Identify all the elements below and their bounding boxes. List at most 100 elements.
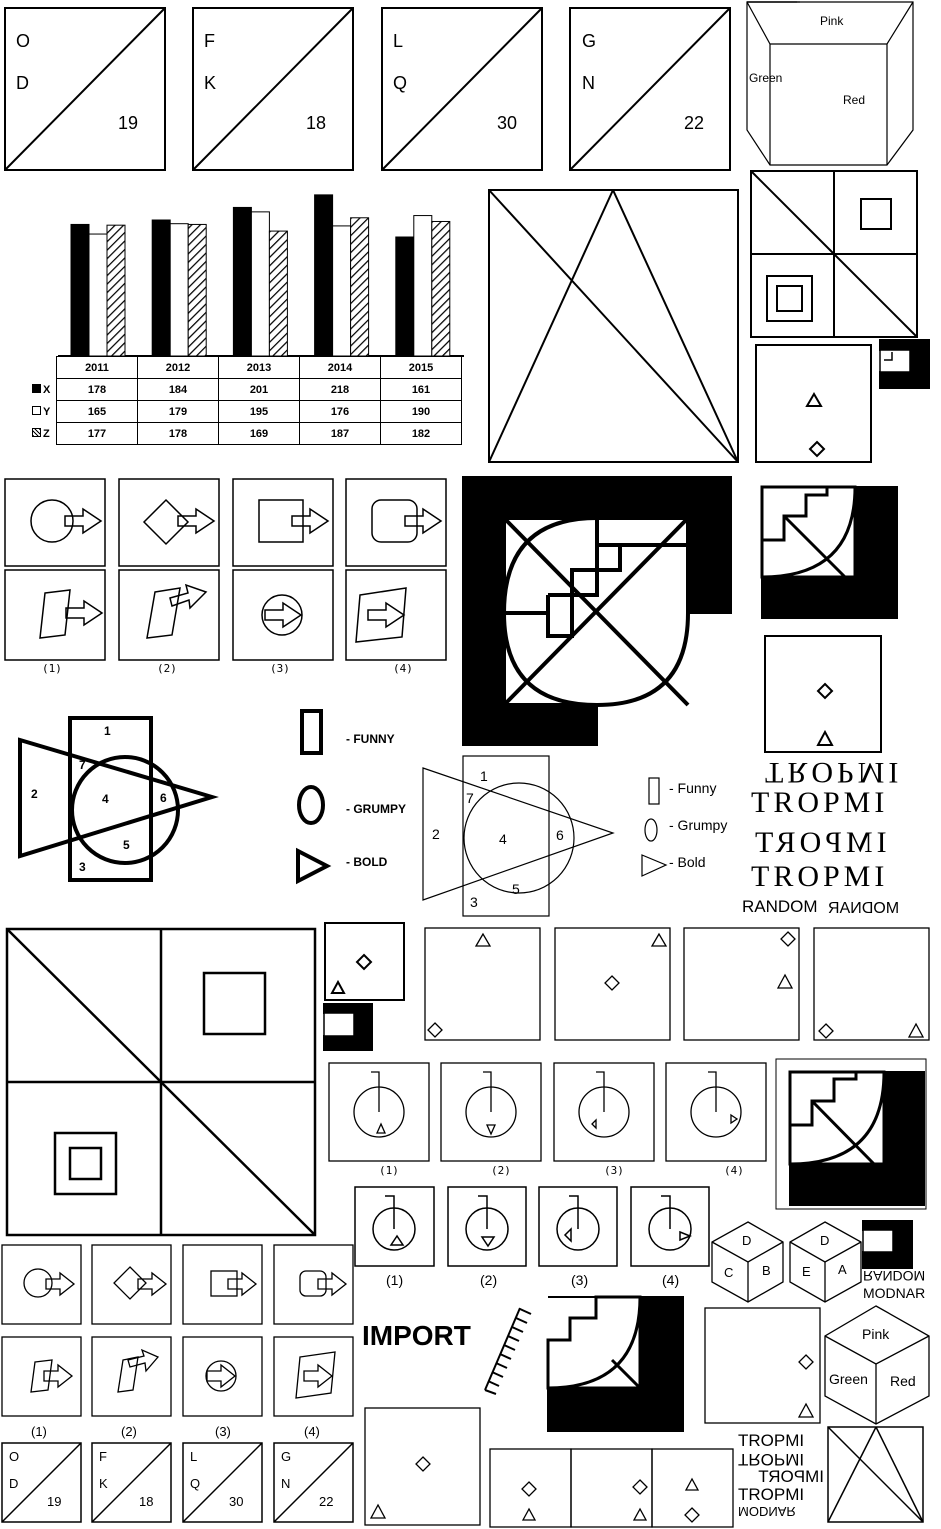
bar-Z-2015	[431, 220, 451, 357]
venn-bold-region-7: 7	[79, 758, 86, 772]
letter-square-2-number: 18	[306, 113, 327, 133]
cube-left-face: Green	[749, 71, 783, 85]
small-square-1-bottom: D	[9, 1476, 19, 1491]
option-label-4: (4)	[393, 662, 413, 675]
clock-lower-label-1: (1)	[386, 1272, 404, 1288]
venn-plain-region-2: 2	[432, 826, 440, 842]
bar-X-2013	[232, 206, 252, 357]
table-cell: 182	[380, 422, 462, 445]
triangle-figure-small	[827, 1426, 924, 1523]
table-cell: 169	[218, 422, 300, 445]
small-square-2-top: F	[99, 1449, 107, 1464]
venn-plain-region-5: 5	[512, 881, 520, 897]
hex-cube-left: Green	[829, 1371, 868, 1387]
bar-Z-2012	[187, 223, 207, 357]
clock-upper-label-1: (1)	[379, 1164, 399, 1177]
clock-upper-label-4: (4)	[724, 1164, 744, 1177]
corner-figure-boxed	[775, 1058, 927, 1210]
bar-X-2014	[314, 194, 334, 357]
bar-Y-2011	[88, 233, 108, 357]
clock-lower-label-2: (2)	[480, 1272, 498, 1288]
table-cell: 165	[56, 400, 138, 423]
comb-ruler-icon	[484, 1307, 532, 1395]
stack-word-5: MODNAR	[738, 1504, 796, 1519]
cube-top-face: Pink	[820, 14, 844, 28]
stack-word-3: IMPORT	[758, 1467, 824, 1486]
small-square-3-top: L	[190, 1449, 198, 1464]
chart-data-table: 2011 2012 2013 2014 2015 X 178 184 201 2…	[32, 356, 462, 445]
arrow-options-grid-top	[4, 478, 447, 661]
letter-square-4-top: G	[582, 31, 597, 51]
arrow-bottom-label-4: (4)	[304, 1424, 320, 1439]
letter-square-3-bottom: Q	[393, 73, 408, 93]
die-2-top: D	[820, 1233, 830, 1248]
small-square-3-bottom: Q	[190, 1476, 201, 1491]
corner-figure-tiny-2	[323, 1003, 373, 1051]
table-cell: 218	[299, 378, 381, 401]
legend-grumpy-bold: - GRUMPY	[346, 802, 406, 816]
letter-square-4-number: 22	[684, 113, 705, 133]
clock-lower-label-4: (4)	[662, 1272, 680, 1288]
venn-plain-region-4: 4	[499, 831, 507, 847]
stack-word-1: TROPMI	[738, 1431, 805, 1450]
shape-square-a	[755, 344, 872, 463]
letter-square-4	[569, 7, 731, 171]
series-name-x: X	[43, 383, 51, 396]
table-header: 2012	[137, 356, 219, 379]
mirror-word-stack: TROPMI TROPMI IMPORT TROPMI MODNAR	[738, 1431, 824, 1520]
small-square-4-top: G	[281, 1449, 292, 1464]
letter-square-2-top: F	[204, 31, 215, 51]
clock-options-lower	[354, 1186, 710, 1267]
legend-swatch-x	[32, 383, 41, 393]
stack-word-4: TROPMI	[738, 1485, 805, 1504]
shape-square-c	[324, 922, 405, 1001]
hex-cube-right: Red	[890, 1373, 916, 1389]
table-cell: 177	[56, 422, 138, 445]
venn-plain-region-1: 1	[480, 768, 488, 784]
table-cell: 178	[137, 422, 219, 445]
small-square-4-bottom: N	[281, 1476, 291, 1491]
corner-figure-tiny-1	[879, 339, 930, 389]
table-cell: 187	[299, 422, 381, 445]
legend-funny-plain: - Funny	[669, 780, 717, 796]
letter-squares-small	[1, 1442, 354, 1523]
venn-plain-region-3: 3	[470, 894, 478, 910]
modnar-word: MODNAR	[828, 900, 900, 917]
table-header: 2014	[299, 356, 381, 379]
bar-Y-2014	[332, 225, 352, 357]
shape-square-d	[704, 1307, 821, 1424]
small-square-1-top: O	[9, 1449, 20, 1464]
letter-square-3	[381, 7, 543, 171]
die-1-right: B	[762, 1263, 771, 1278]
die-2-left: E	[802, 1264, 811, 1279]
venn-bold-region-4: 4	[102, 792, 109, 806]
shape-options-row	[424, 927, 930, 1041]
shape-square-e	[364, 1407, 481, 1526]
option-label-1: (1)	[42, 662, 62, 675]
arrow-bottom-label-3: (3)	[215, 1424, 231, 1439]
clock-upper-label-3: (3)	[604, 1164, 624, 1177]
table-cell: 201	[218, 378, 300, 401]
clock-upper-label-2: (2)	[491, 1164, 511, 1177]
venn-bold-region-2: 2	[31, 787, 38, 801]
arrow-options-grid-bottom	[1, 1244, 354, 1417]
arrow-bottom-label-2: (2)	[121, 1424, 137, 1439]
venn-plain-region-7: 7	[466, 790, 474, 806]
small-square-3-number: 30	[229, 1494, 244, 1509]
mirror-word-3: IMPORT	[751, 826, 887, 859]
quadrant-figure-small	[750, 170, 918, 338]
mirror-word-4: TROPMI	[751, 860, 889, 893]
table-cell: 176	[299, 400, 381, 423]
letter-square-3-number: 30	[497, 113, 518, 133]
dice-pair	[711, 1221, 862, 1303]
letter-square-3-top: L	[393, 31, 404, 51]
table-header: 2011	[56, 356, 138, 379]
bar-Z-2011	[106, 224, 126, 357]
clock-lower-label-3: (3)	[571, 1272, 589, 1288]
bar-Z-2014	[350, 217, 370, 357]
die-2-right: A	[838, 1262, 847, 1277]
legend-funny-bold: - FUNNY	[346, 732, 395, 746]
quadrant-figure-large	[5, 927, 317, 1237]
table-cell: 179	[137, 400, 219, 423]
letter-square-4-bottom: N	[582, 73, 595, 93]
